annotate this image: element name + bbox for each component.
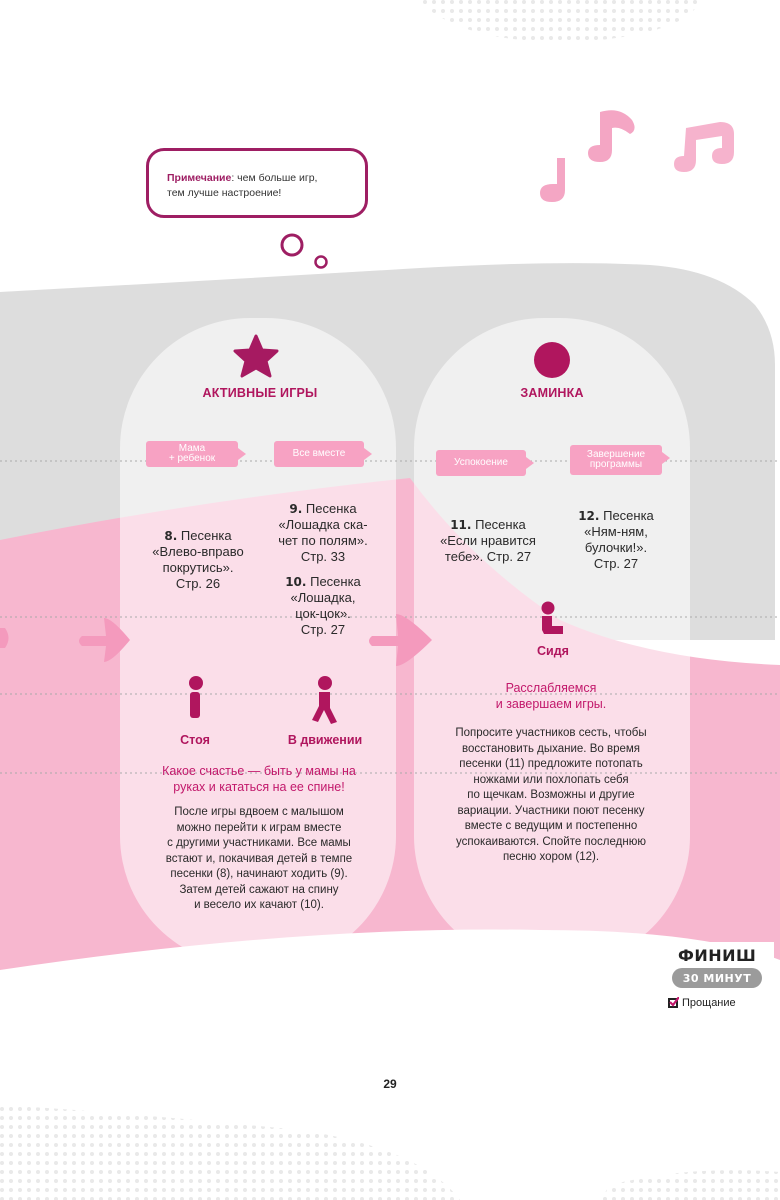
arrow-icon-left-edge xyxy=(0,628,9,648)
song-10: 10. Песенка «Лошадка, цок-цок». Стр. 27 xyxy=(285,574,361,637)
circle-icon xyxy=(534,342,570,378)
position-moving: В движении xyxy=(287,733,363,747)
thought-bubble-small xyxy=(314,255,328,269)
finish-title: ФИНИШ xyxy=(678,946,757,965)
standing-figure-icon xyxy=(189,676,203,718)
star-icon xyxy=(233,334,279,378)
position-sitting: Сидя xyxy=(537,644,569,658)
music-notes-icon xyxy=(540,110,734,202)
arrow-icon-2 xyxy=(369,614,432,666)
tag-mom-child: Мама + ребенок xyxy=(146,441,246,467)
stage-1-body: После игры вдвоем с малышом можно перейт… xyxy=(165,806,353,911)
finish-item-label: Прощание xyxy=(682,997,736,1009)
note-text: : чем больше игр, xyxy=(231,172,318,184)
walking-figure-icon xyxy=(312,676,337,724)
stage-title-active-games: АКТИВНЫЕ ИГРЫ xyxy=(202,386,318,400)
thought-bubble-large xyxy=(280,233,304,257)
checkbox-checked-icon xyxy=(668,997,679,1008)
stage-2-body: Попросите участников сесть, чтобы восста… xyxy=(455,727,647,863)
tag-calming: Успокоение xyxy=(436,450,534,476)
position-standing: Стоя xyxy=(180,733,210,747)
stage-2-headline: Расслабляемся и завершаем игры. xyxy=(495,681,607,711)
page-number: 29 xyxy=(383,1077,397,1091)
tag-all-together: Все вместе xyxy=(274,441,372,467)
song-8: 8. Песенка «Влево-вправо покрутись». Стр… xyxy=(152,528,244,591)
song-9: 9. Песенка «Лошадка ска- чет по полям». … xyxy=(278,501,368,564)
finish-checklist-item: Прощание xyxy=(668,997,736,1009)
note-text-2: тем лучше настроение! xyxy=(167,187,282,199)
stage-title-cooldown: ЗАМИНКА xyxy=(520,386,584,400)
song-12: 12. Песенка «Ням-ням, булочки!». Стр. 27 xyxy=(578,508,654,571)
arrow-icon-1 xyxy=(79,618,130,662)
sitting-figure-icon xyxy=(541,601,563,634)
note-bubble: Примечание: чем больше игр, тем лучше на… xyxy=(146,148,368,218)
note-label: Примечание xyxy=(167,172,232,184)
finish-duration-badge: 30 МИНУТ xyxy=(672,968,762,988)
song-11: 11. Песенка «Если нравится тебе». Стр. 2… xyxy=(440,517,536,564)
stage-1-headline: Какое счастье — быть у мамы на руках и к… xyxy=(162,764,356,794)
tag-program-end: Завершение программы xyxy=(570,445,670,475)
